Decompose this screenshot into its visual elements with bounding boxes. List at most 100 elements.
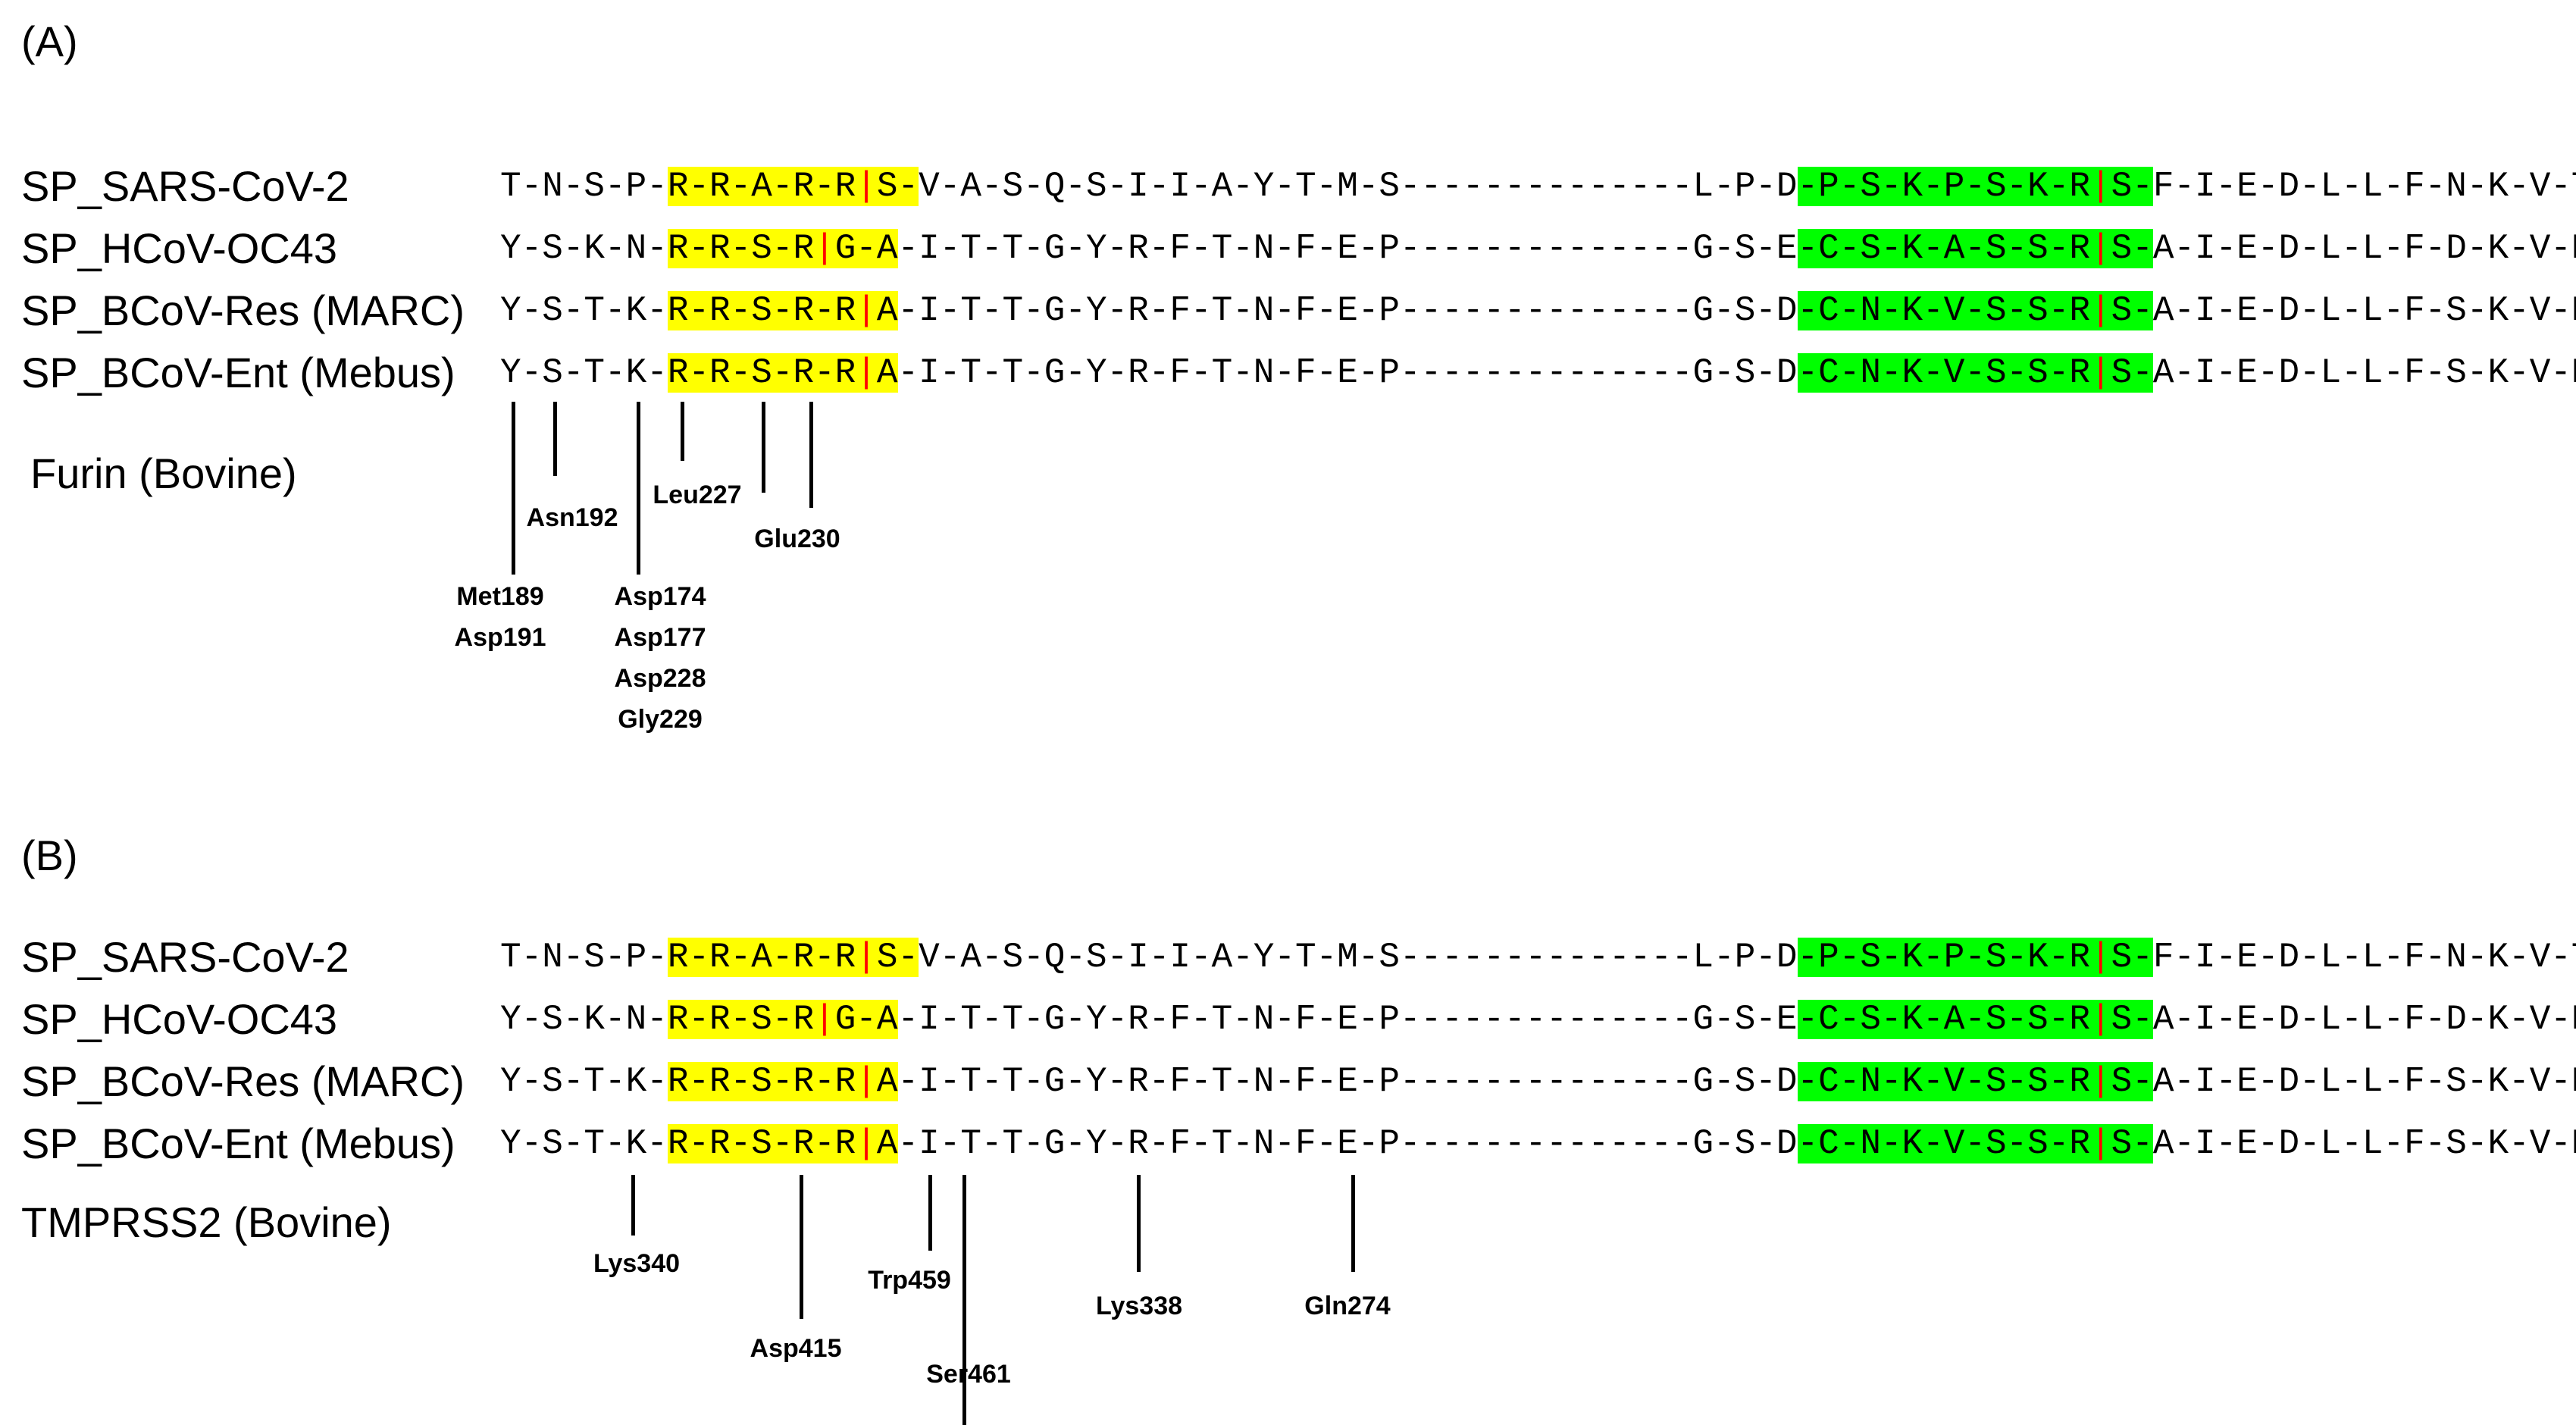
- sequence-name: SP_BCoV-Res (MARC): [21, 1057, 465, 1105]
- cleavage-mark: |: [856, 291, 877, 330]
- seq-site: R-R-S-R-R: [667, 353, 856, 393]
- seq-suffix: A-I-E-D-L-L-F-D-K-V-K: [2152, 229, 2576, 268]
- seq-site-tail: A: [876, 1062, 898, 1101]
- residue-tick: [1137, 1175, 1141, 1272]
- sequence-name: SP_BCoV-Res (MARC): [21, 287, 465, 334]
- seq-site: -P-S-K-P-S-K-R: [1797, 938, 2090, 977]
- seq-middle: -I-T-T-G-Y-R-F-T-N-F-E-P--------------G-…: [897, 1124, 1798, 1163]
- residue-label: Leu227: [653, 474, 741, 515]
- residue-label: Asp415: [750, 1328, 842, 1369]
- seq-suffix: A-I-E-D-L-L-F-D-K-V-K: [2152, 1000, 2576, 1039]
- residue-name: Trp459: [868, 1266, 951, 1295]
- residue-label: Lys338: [1096, 1286, 1182, 1326]
- residue-name: Asp191: [454, 623, 546, 652]
- cleavage-mark: |: [814, 229, 835, 268]
- cleavage-mark: |: [856, 938, 877, 977]
- sequence-row: T-N-S-P-R-R-A-R-R|S-V-A-S-Q-S-I-I-A-Y-T-…: [500, 926, 2576, 988]
- s2-site-highlight: -C-S-K-A-S-S-R|S-: [1797, 1000, 2153, 1039]
- residue-label: Asn192: [527, 497, 618, 538]
- seq-suffix: F-I-E-D-L-L-F-N-K-V-T: [2152, 167, 2576, 206]
- seq-suffix: A-I-E-D-L-L-F-S-K-V-K: [2152, 291, 2576, 330]
- furin-site-highlight: R-R-S-R-R|A: [667, 1124, 898, 1163]
- seq-site-tail: S-: [2111, 167, 2153, 206]
- residue-tick: [553, 402, 557, 476]
- residue-name: Asp228: [614, 664, 706, 693]
- seq-site-tail: S-: [876, 938, 919, 977]
- furin-site-highlight: R-R-S-R|G-A: [667, 229, 898, 268]
- sequence-name: SP_HCoV-OC43: [21, 224, 338, 272]
- sequence-row: Y-S-K-N-R-R-S-R|G-A-I-T-T-G-Y-R-F-T-N-F-…: [500, 218, 2576, 280]
- s2-site-highlight: -C-S-K-A-S-S-R|S-: [1797, 229, 2153, 268]
- residue-tick: [928, 1175, 932, 1251]
- s2-site-highlight: -C-N-K-V-S-S-R|S-: [1797, 1062, 2153, 1101]
- residue-tick: [800, 1175, 803, 1319]
- panel-label: (A): [21, 17, 78, 65]
- seq-site: -C-N-K-V-S-S-R: [1797, 353, 2090, 393]
- seq-site-tail: A: [876, 291, 898, 330]
- residue-name: Gln274: [1304, 1292, 1391, 1320]
- residue-tick: [512, 402, 515, 575]
- residue-name: Lys340: [593, 1249, 681, 1278]
- seq-site-tail: A: [876, 353, 898, 393]
- seq-site-tail: S-: [2111, 1000, 2153, 1039]
- seq-prefix: T-N-S-P-: [500, 167, 668, 206]
- panel-a: (A) SP_SARS-CoV-2 T-N-S-P-R-R-A-R-R|S-V-…: [21, 17, 2576, 740]
- residue-tick: [631, 1175, 635, 1236]
- seq-site-tail: G-A: [834, 229, 898, 268]
- seq-site: R-R-A-R-R: [667, 167, 856, 206]
- furin-site-highlight: R-R-A-R-R|S-: [667, 938, 919, 977]
- seq-prefix: T-N-S-P-: [500, 938, 668, 977]
- seq-suffix: A-I-E-D-L-L-F-S-K-V-K: [2152, 1062, 2576, 1101]
- residue-name: Gly229: [618, 705, 703, 734]
- residue-name: Asp174: [614, 582, 706, 611]
- cleavage-mark: |: [814, 1000, 835, 1039]
- residue-label: Trp459: [868, 1260, 951, 1301]
- s2-site-highlight: -C-N-K-V-S-S-R|S-: [1797, 291, 2153, 330]
- sequence-name: SP_SARS-CoV-2: [21, 933, 349, 981]
- seq-site: R-R-S-R: [667, 229, 815, 268]
- seq-middle: -I-T-T-G-Y-R-F-T-N-F-E-P--------------G-…: [897, 291, 1798, 330]
- cleavage-mark: |: [2089, 1124, 2111, 1163]
- residue-tick: [962, 1175, 966, 1425]
- seq-site: -C-S-K-A-S-S-R: [1797, 229, 2090, 268]
- seq-suffix: A-I-E-D-L-L-F-S-K-V-K: [2152, 1124, 2576, 1163]
- residue-label: Ser461: [926, 1354, 1011, 1395]
- residue-name: Glu230: [754, 525, 840, 553]
- seq-site: -C-N-K-V-S-S-R: [1797, 1124, 2090, 1163]
- furin-site-highlight: R-R-A-R-R|S-: [667, 167, 919, 206]
- s2-site-highlight: -C-N-K-V-S-S-R|S-: [1797, 353, 2153, 393]
- cleavage-mark: |: [2089, 353, 2111, 393]
- sequence-name: SP_BCoV-Ent (Mebus): [21, 349, 455, 396]
- sequence-row: Y-S-T-K-R-R-S-R-R|A-I-T-T-G-Y-R-F-T-N-F-…: [500, 280, 2576, 342]
- seq-prefix: Y-S-T-K-: [500, 1124, 668, 1163]
- cleavage-mark: |: [2089, 291, 2111, 330]
- cleavage-mark: |: [856, 1062, 877, 1101]
- sequence-name: SP_BCoV-Ent (Mebus): [21, 1120, 455, 1167]
- seq-site: -C-N-K-V-S-S-R: [1797, 291, 2090, 330]
- residue-tick: [681, 402, 684, 461]
- seq-prefix: Y-S-T-K-: [500, 353, 668, 393]
- sequence-row: T-N-S-P-R-R-A-R-R|S-V-A-S-Q-S-I-I-A-Y-T-…: [500, 155, 2576, 218]
- seq-site: R-R-A-R-R: [667, 938, 856, 977]
- residue-name: Asp177: [614, 623, 706, 652]
- cleavage-mark: |: [2089, 1062, 2111, 1101]
- seq-prefix: Y-S-K-N-: [500, 1000, 668, 1039]
- furin-site-highlight: R-R-S-R-R|A: [667, 353, 898, 393]
- seq-middle: V-A-S-Q-S-I-I-A-Y-T-M-S--------------L-P…: [919, 167, 1798, 206]
- seq-prefix: Y-S-T-K-: [500, 1062, 668, 1101]
- seq-prefix: Y-S-K-N-: [500, 229, 668, 268]
- seq-site-tail: S-: [876, 167, 919, 206]
- enzyme-label: Furin (Bovine): [30, 449, 297, 497]
- seq-site: R-R-S-R-R: [667, 291, 856, 330]
- seq-site: -C-N-K-V-S-S-R: [1797, 1062, 2090, 1101]
- seq-site: -C-S-K-A-S-S-R: [1797, 1000, 2090, 1039]
- cleavage-mark: |: [856, 353, 877, 393]
- residue-name: Asn192: [526, 503, 618, 532]
- furin-site-highlight: R-R-S-R-R|A: [667, 1062, 898, 1101]
- seq-middle: -I-T-T-G-Y-R-F-T-N-F-E-P--------------G-…: [897, 1000, 1798, 1039]
- residue-name: Leu227: [653, 481, 742, 509]
- sequence-name: SP_HCoV-OC43: [21, 995, 338, 1043]
- residue-tick: [637, 402, 640, 575]
